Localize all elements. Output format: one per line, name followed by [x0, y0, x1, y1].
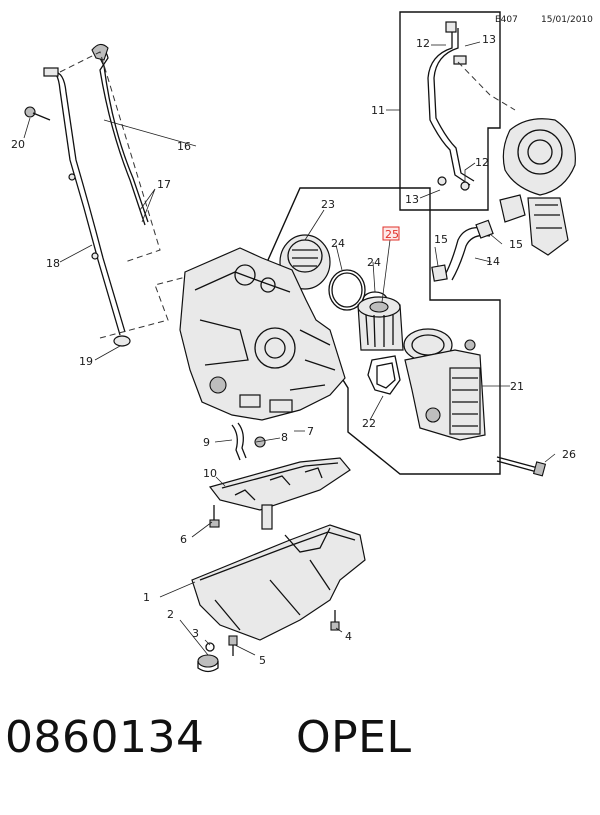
- oil-cooler-housing: [403, 328, 486, 441]
- callout-12-top: 12: [416, 37, 430, 50]
- oil-filter-element: [357, 296, 404, 351]
- callout-18: 18: [46, 257, 60, 270]
- callout-1: 1: [143, 591, 150, 604]
- oil-return-hose: [431, 219, 494, 282]
- callout-14: 14: [486, 255, 500, 268]
- engine-block: [179, 247, 346, 421]
- callout-5: 5: [259, 654, 266, 667]
- turbocharger: [499, 118, 576, 256]
- callout-20: 20: [11, 138, 25, 151]
- callout-10: 10: [203, 467, 217, 480]
- bolt-26: [496, 456, 547, 477]
- diagram-code: E407: [495, 15, 518, 25]
- o-ring-24a: [328, 269, 366, 311]
- bolt-5: [228, 635, 238, 656]
- callout-labels: 1 2 3 4 5 6 7 8 9 10 11 12 12 13 13 14 1…: [11, 33, 576, 667]
- callout-3: 3: [192, 627, 199, 640]
- callout-2: 2: [167, 608, 174, 621]
- callout-15-right: 15: [509, 238, 523, 251]
- callout-6: 6: [180, 533, 187, 546]
- callout-24-left: 24: [331, 237, 345, 250]
- diagram-date: 15/01/2010: [541, 15, 593, 25]
- drain-plug: [197, 642, 219, 673]
- callout-12-bottom: 12: [475, 156, 489, 169]
- callout-9: 9: [203, 436, 210, 449]
- brand-name: OPEL: [296, 712, 412, 763]
- callout-15-left: 15: [434, 233, 448, 246]
- bolt-4: [330, 610, 340, 631]
- callout-23: 23: [321, 198, 335, 211]
- callout-13-top: 13: [482, 33, 496, 46]
- footer: 0860134 OPEL: [0, 712, 600, 802]
- leader-lines: [23, 41, 556, 656]
- callout-7: 7: [307, 425, 314, 438]
- callout-4: 4: [345, 630, 352, 643]
- parts-diagram: E407 15/01/2010: [11, 11, 593, 673]
- callout-22: 22: [362, 417, 376, 430]
- windage-tray: [208, 457, 351, 530]
- part-number: 0860134: [5, 712, 205, 763]
- callout-17: 17: [157, 178, 171, 191]
- dipstick-tube: [43, 67, 131, 347]
- tube-dash-line: [99, 271, 206, 339]
- bolt-20: [24, 106, 51, 121]
- callout-19: 19: [79, 355, 93, 368]
- callout-16: 16: [177, 140, 191, 153]
- callout-13-bottom: 13: [405, 193, 419, 206]
- callout-21: 21: [510, 380, 524, 393]
- dipstick: [91, 43, 149, 226]
- callout-11: 11: [371, 104, 385, 117]
- callout-25: 25: [385, 228, 399, 241]
- callout-26: 26: [562, 448, 576, 461]
- oil-cooler-gasket: [367, 355, 401, 395]
- callout-24-right: 24: [367, 256, 381, 269]
- bolt-6: [209, 505, 220, 528]
- oil-feed-pipe-group: [399, 11, 516, 211]
- callout-25-highlight: [382, 226, 400, 241]
- oil-pickup-pipe: [231, 422, 266, 461]
- oil-pan: [191, 524, 366, 641]
- dipstick-dash-outline: [59, 51, 161, 263]
- callout-8: 8: [281, 431, 288, 444]
